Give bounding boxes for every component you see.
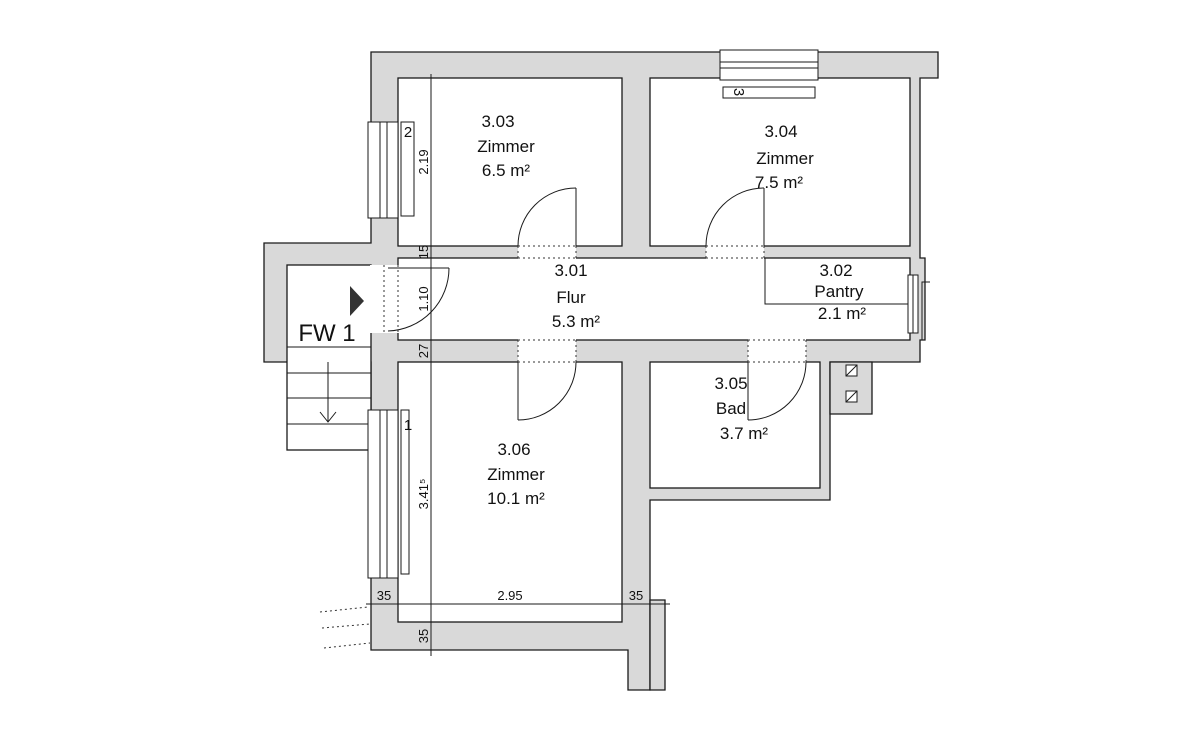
room-3.03-floor xyxy=(397,77,623,247)
room-area: 5.3 m² xyxy=(552,312,601,331)
room-3.06-floor xyxy=(397,361,623,623)
window-3-label: 3 xyxy=(730,88,747,96)
window-1: 1 xyxy=(367,409,412,579)
room-3.02: 3.02 Pantry 2.1 m² xyxy=(814,261,866,323)
stair: FW 1 xyxy=(286,264,372,451)
dim-wall-15: 15 xyxy=(416,245,431,259)
room-name: Zimmer xyxy=(756,149,814,168)
dimension-labels: 2.19 15 1.10 27 3.41⁵ 35 35 2.95 35 xyxy=(377,149,643,643)
door-openings xyxy=(517,245,807,363)
doors xyxy=(370,187,930,421)
dim-wall-bottom-35: 35 xyxy=(416,629,431,643)
room-name: Zimmer xyxy=(487,465,545,484)
bottom-right-stub-wall xyxy=(649,599,666,691)
stair-arrow-icon xyxy=(319,411,337,423)
room-name: Bad xyxy=(716,399,746,418)
room-area: 2.1 m² xyxy=(818,304,867,323)
windows: 1 2 3 xyxy=(367,49,819,579)
room-number: 3.03 xyxy=(481,112,514,131)
room-number: 3.01 xyxy=(554,261,587,280)
exterior-path xyxy=(319,606,371,649)
room-labels: 3.03 Zimmer 6.5 m² 3.04 Zimmer 7.5 m² 3.… xyxy=(477,112,866,508)
room-3.06: 3.06 Zimmer 10.1 m² xyxy=(487,440,545,508)
stair-direction-icon xyxy=(350,286,364,316)
room-area: 6.5 m² xyxy=(482,161,531,180)
stair-well xyxy=(286,264,372,451)
door-3.04 xyxy=(705,187,765,247)
right-stub-wall xyxy=(829,361,873,415)
door-3.05 xyxy=(747,361,807,421)
room-area: 7.5 m² xyxy=(755,173,804,192)
room-3.05-floor xyxy=(649,361,821,489)
window-2-label: 2 xyxy=(404,124,412,141)
pantry-partition xyxy=(764,258,910,305)
room-name: Zimmer xyxy=(477,137,535,156)
window-2: 2 xyxy=(367,121,415,219)
room-number: 3.06 xyxy=(497,440,530,459)
room-number: 3.05 xyxy=(714,374,747,393)
room-3.03: 3.03 Zimmer 6.5 m² xyxy=(477,112,535,180)
dim-corridor-width: 1.10 xyxy=(416,286,431,311)
dim-room-306-width: 2.95 xyxy=(497,588,522,603)
room-3.01-floor xyxy=(397,257,911,341)
dim-room-306-height: 3.41⁵ xyxy=(416,479,431,510)
dim-wall-left-35: 35 xyxy=(377,588,391,603)
window-3: 3 xyxy=(719,49,819,99)
door-3.06 xyxy=(517,361,577,421)
pantry-end-opening xyxy=(907,274,930,340)
room-name: Pantry xyxy=(814,282,864,301)
dimension-lines xyxy=(366,74,670,656)
room-3.05: 3.05 Bad 3.7 m² xyxy=(714,374,768,443)
room-number: 3.02 xyxy=(819,261,852,280)
room-number: 3.04 xyxy=(764,122,797,141)
shafts xyxy=(845,364,858,403)
dim-wall-right-35: 35 xyxy=(629,588,643,603)
stair-label: FW 1 xyxy=(298,320,355,347)
room-3.04: 3.04 Zimmer 7.5 m² xyxy=(755,122,814,192)
dim-room-303-height: 2.19 xyxy=(416,149,431,174)
room-area: 10.1 m² xyxy=(487,489,545,508)
room-area: 3.7 m² xyxy=(720,424,769,443)
room-3.01: 3.01 Flur 5.3 m² xyxy=(552,261,601,331)
window-1-label: 1 xyxy=(404,417,412,434)
door-3.03 xyxy=(517,187,577,247)
dim-wall-27: 27 xyxy=(416,344,431,358)
entrance-door xyxy=(370,265,450,333)
room-name: Flur xyxy=(556,288,586,307)
